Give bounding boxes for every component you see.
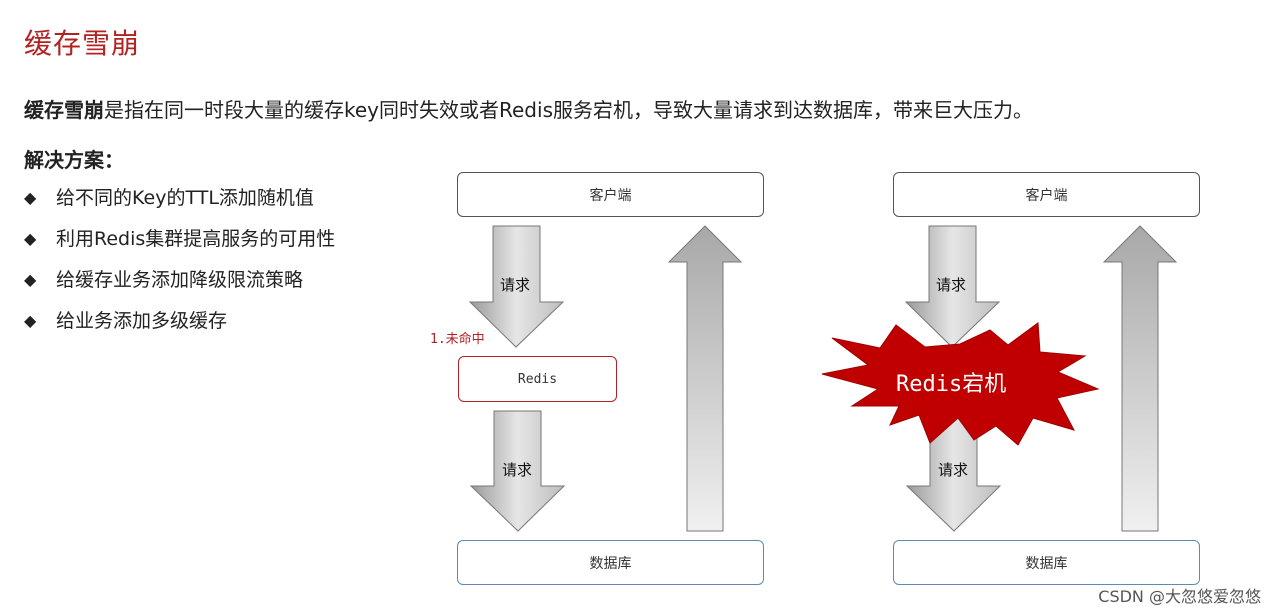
diamond-bullet-icon: ◆ — [24, 270, 37, 289]
right-client-box: 客户端 — [893, 172, 1200, 217]
solution-text: 给缓存业务添加降级限流策略 — [56, 269, 304, 291]
left-redis-box: Redis — [458, 356, 617, 402]
solution-item: ◆ 给不同的Key的TTL添加随机值 — [24, 184, 335, 225]
diamond-bullet-icon: ◆ — [24, 229, 37, 248]
solution-item: ◆ 利用Redis集群提高服务的可用性 — [24, 225, 335, 266]
solution-list: ◆ 给不同的Key的TTL添加随机值 ◆ 利用Redis集群提高服务的可用性 ◆ 给缓… — [24, 184, 335, 348]
watermark: CSDN @大忽悠爱忽悠 — [1098, 587, 1261, 606]
solution-item: ◆ 给业务添加多级缓存 — [24, 307, 335, 348]
description: 缓存雪崩是指在同一时段大量的缓存key同时失效或者Redis服务宕机，导致大量请… — [24, 94, 1033, 123]
left-client-box: 客户端 — [457, 172, 764, 217]
description-term: 缓存雪崩 — [24, 98, 104, 122]
description-text: 是指在同一时段大量的缓存key同时失效或者Redis服务宕机，导致大量请求到达数… — [104, 98, 1033, 122]
solution-text: 给不同的Key的TTL添加随机值 — [56, 187, 314, 209]
left-database-box: 数据库 — [457, 540, 764, 585]
right-request-label-top: 请求 — [936, 276, 967, 294]
right-response-up-arrow — [1102, 225, 1178, 532]
left-response-up-arrow — [667, 225, 743, 532]
solution-item: ◆ 给缓存业务添加降级限流策略 — [24, 266, 335, 307]
left-request-label-top: 请求 — [500, 276, 531, 294]
solution-text: 利用Redis集群提高服务的可用性 — [56, 228, 336, 250]
left-request-label-bottom: 请求 — [502, 461, 533, 479]
cache-miss-label: 1.未命中 — [430, 332, 485, 347]
left-request-down-arrow-top — [468, 225, 565, 348]
right-request-down-arrow-top — [904, 225, 1001, 348]
redis-down-label: Redis宕机 — [896, 372, 1007, 397]
diamond-bullet-icon: ◆ — [24, 188, 37, 207]
solution-text: 给业务添加多级缓存 — [56, 310, 228, 332]
slide-title: 缓存雪崩 — [24, 27, 141, 60]
right-request-label-bottom: 请求 — [938, 461, 969, 479]
right-database-box: 数据库 — [893, 540, 1200, 585]
diamond-bullet-icon: ◆ — [24, 311, 37, 330]
left-request-down-arrow-bottom — [469, 410, 566, 532]
solution-heading: 解决方案： — [24, 148, 124, 172]
redis-down-burst-icon — [821, 322, 1100, 446]
